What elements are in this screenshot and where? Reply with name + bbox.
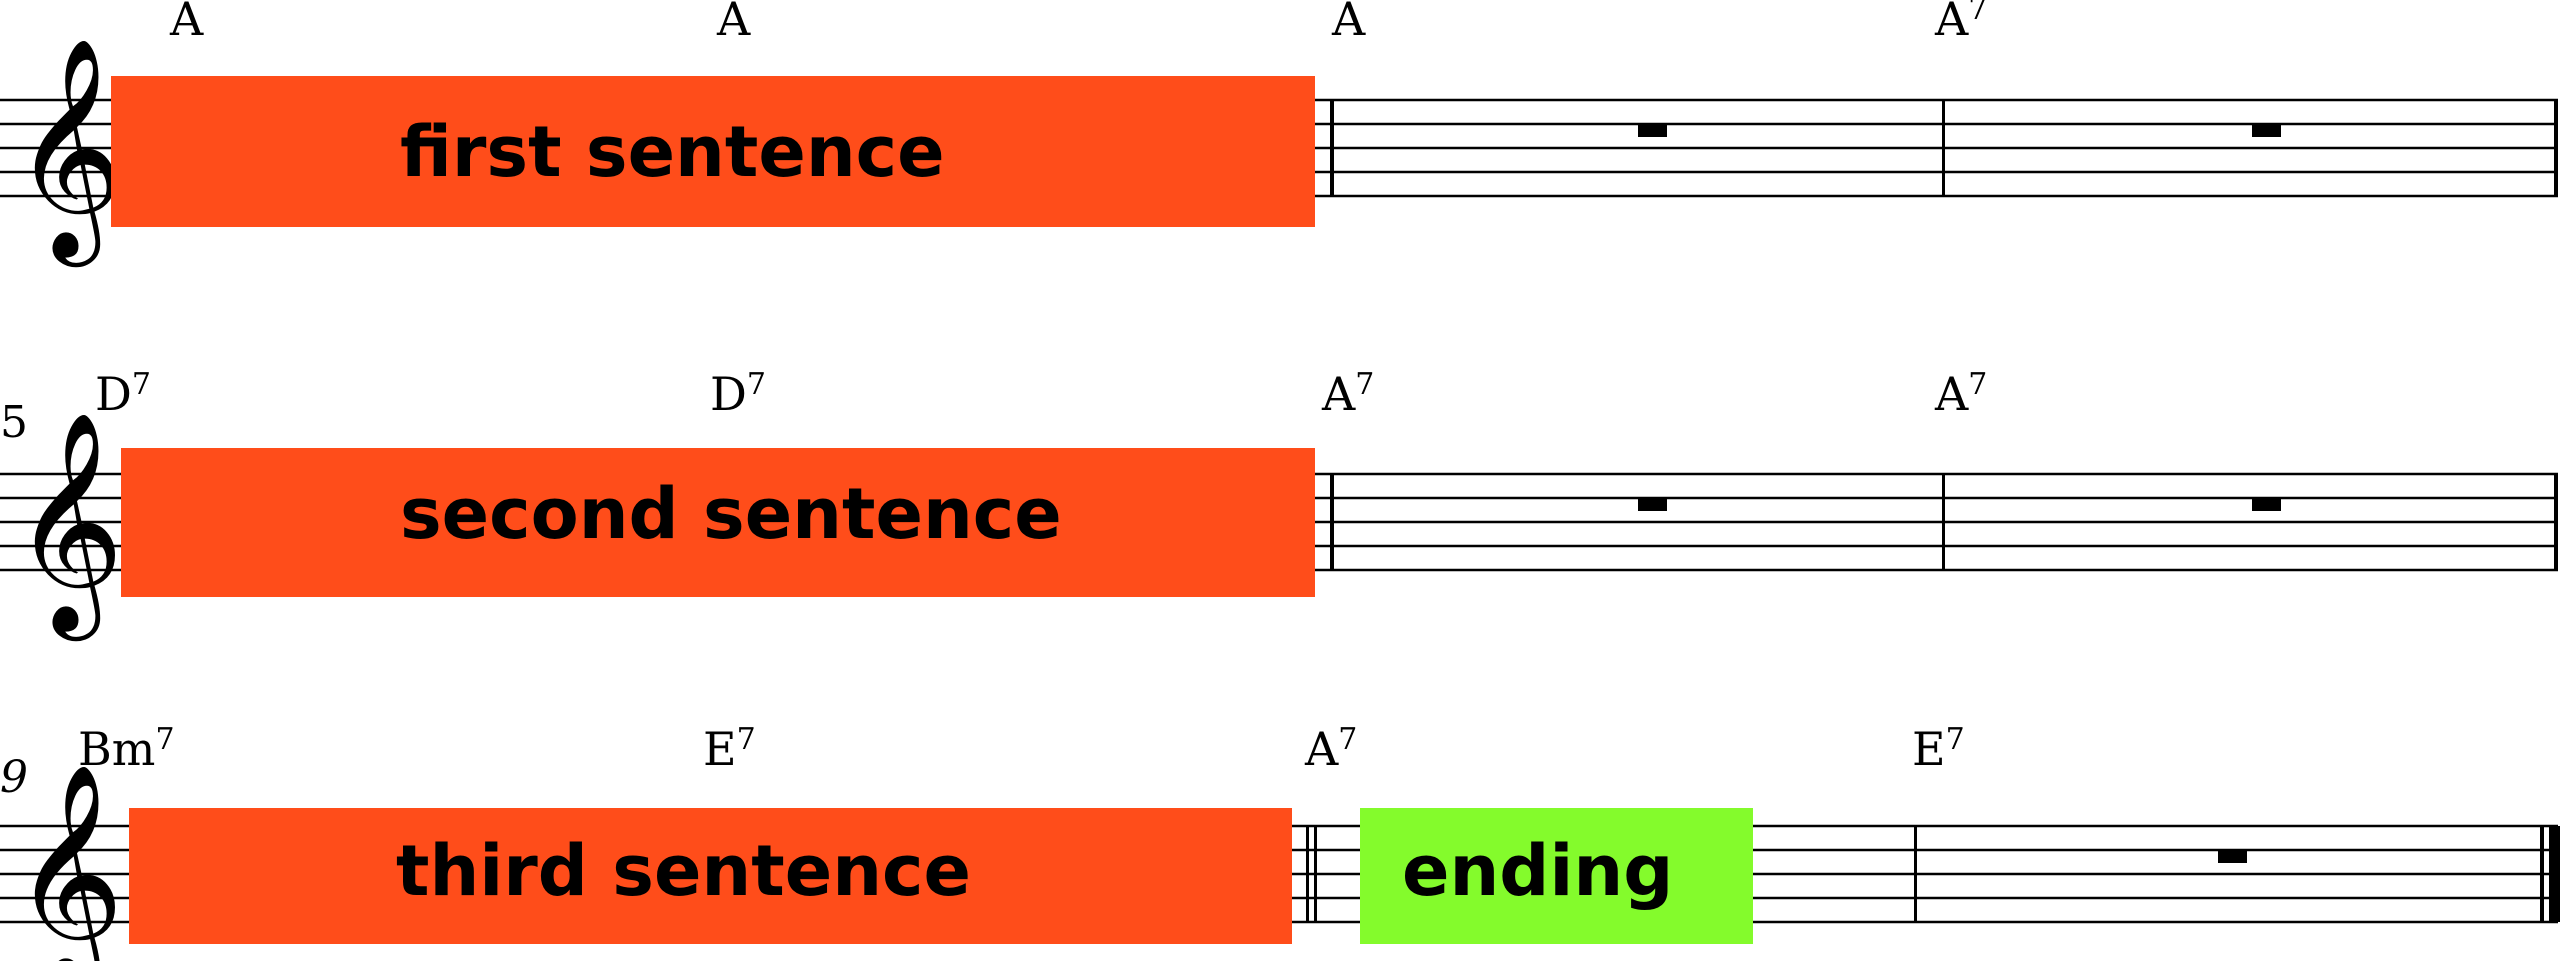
chord-root: A [1321, 367, 1356, 421]
chord-symbol: A [716, 0, 751, 46]
ending-box [1360, 808, 1753, 944]
chord-symbol: Bm7 [78, 722, 175, 776]
whole-rest [1638, 124, 1667, 137]
chord-symbol: A7 [1934, 367, 1987, 421]
chord-symbol: A [1331, 0, 1366, 46]
chord-symbol: A7 [1304, 722, 1357, 776]
chord-extension: 7 [1355, 367, 1374, 402]
whole-rest [2252, 124, 2281, 137]
barline [2549, 826, 2560, 922]
chord-extension: 7 [1946, 722, 1965, 757]
barline [1914, 826, 1917, 922]
barline [1314, 826, 1317, 922]
chord-root: A [1934, 367, 1969, 421]
measure-number: 5 [0, 397, 28, 448]
sentence-box [129, 808, 1292, 944]
chord-root: A [169, 0, 204, 46]
whole-rest [1638, 498, 1667, 511]
chord-root: A [1331, 0, 1366, 46]
chord-extension: 7 [1968, 367, 1987, 402]
chord-root: D [710, 367, 747, 421]
treble-clef-icon: 𝄞 [12, 36, 124, 267]
barline [1330, 474, 1334, 570]
treble-clef-icon: 𝄞 [12, 410, 124, 641]
chord-symbol: D7 [95, 367, 151, 421]
chord-symbol: A [169, 0, 204, 46]
chord-extension: 7 [1968, 0, 1987, 27]
sentence-box-label: first sentence [400, 111, 945, 193]
chord-root: E [1912, 722, 1946, 776]
ending-box-label: ending [1402, 830, 1673, 912]
sentence-box [121, 448, 1315, 597]
whole-rest [2252, 498, 2281, 511]
barline [2540, 826, 2544, 922]
chord-root: D [95, 367, 132, 421]
barline [1306, 826, 1309, 922]
chord-symbol: E7 [703, 722, 756, 776]
treble-clef-icon: 𝄞 [12, 762, 124, 961]
sentence-box-label: second sentence [400, 473, 1062, 555]
barline [1330, 100, 1334, 196]
chord-root: A [1304, 722, 1339, 776]
barline [2554, 100, 2558, 196]
barline [1942, 100, 1945, 196]
chord-symbol: A7 [1321, 367, 1374, 421]
chord-symbol: A7 [1934, 0, 1987, 46]
chord-root: A [1934, 0, 1969, 46]
sentence-box [111, 76, 1315, 227]
chord-symbol: D7 [710, 367, 766, 421]
barline [1942, 474, 1945, 570]
measure-number: 9 [0, 752, 28, 803]
chord-root: Bm [78, 722, 155, 776]
chord-symbol: E7 [1912, 722, 1965, 776]
chord-extension: 7 [1338, 722, 1357, 757]
chord-extension: 7 [132, 367, 151, 402]
chord-root: A [716, 0, 751, 46]
whole-rest [2218, 850, 2247, 863]
chord-extension: 7 [747, 367, 766, 402]
chord-root: E [703, 722, 737, 776]
sentence-box-label: third sentence [396, 830, 971, 912]
chord-extension: 7 [155, 722, 174, 757]
barline [2554, 474, 2558, 570]
chord-extension: 7 [737, 722, 756, 757]
